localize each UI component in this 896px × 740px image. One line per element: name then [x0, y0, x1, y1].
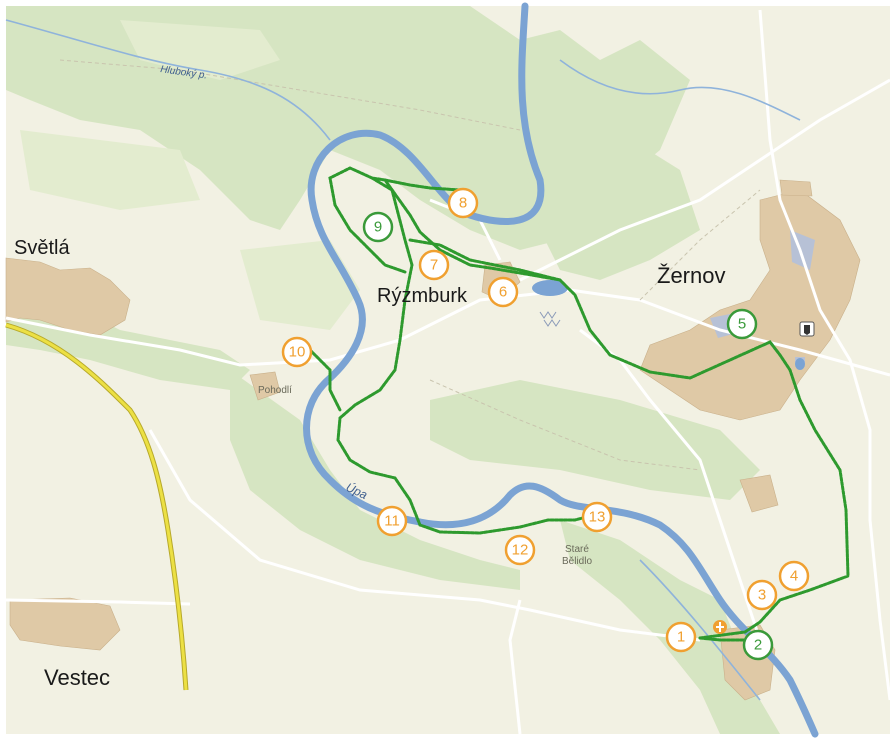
- place-label-svetla: Světlá: [14, 237, 70, 259]
- route-marker-10[interactable]: 10: [281, 336, 313, 368]
- route-marker-label: 12: [512, 542, 529, 559]
- route-marker-12[interactable]: 12: [504, 534, 536, 566]
- route-marker-6[interactable]: 6: [487, 276, 519, 308]
- place-label-pohodli: Pohodlí: [258, 385, 292, 396]
- place-label-stare: Staré: [565, 544, 589, 555]
- place-label-vestec: Vestec: [44, 665, 110, 690]
- route-marker-3[interactable]: 3: [746, 579, 778, 611]
- route-marker-8[interactable]: 8: [447, 187, 479, 219]
- route-marker-label: 8: [459, 195, 467, 212]
- route-marker-label: 9: [374, 219, 382, 236]
- route-marker-9[interactable]: 9: [362, 211, 394, 243]
- route-marker-label: 3: [758, 587, 766, 604]
- route-marker-5[interactable]: 5: [726, 308, 758, 340]
- route-marker-1[interactable]: 1: [665, 621, 697, 653]
- church-icon: [713, 620, 727, 634]
- route-marker-4[interactable]: 4: [778, 560, 810, 592]
- pond: [532, 280, 568, 296]
- place-label-ryzmburk: Rýzmburk: [377, 285, 468, 307]
- route-marker-label: 2: [754, 637, 762, 654]
- route-markers: 1 2 3 4 5 6 7 8 9 10 11: [281, 187, 810, 661]
- main-road: [5, 323, 188, 691]
- route-marker-11[interactable]: 11: [376, 505, 408, 537]
- route-marker-label: 4: [790, 568, 798, 585]
- place-label-zernov: Žernov: [657, 263, 725, 288]
- route-marker-label: 11: [384, 513, 400, 530]
- route-marker-label: 7: [430, 257, 438, 274]
- route-marker-2[interactable]: 2: [742, 629, 774, 661]
- castle-icon: [799, 321, 815, 337]
- route-marker-label: 10: [289, 344, 306, 361]
- route-marker-label: 13: [589, 509, 606, 526]
- ruins-icon: [539, 311, 561, 327]
- route-marker-label: 6: [499, 284, 507, 301]
- route-marker-13[interactable]: 13: [581, 501, 613, 533]
- hiking-route: [308, 166, 850, 647]
- streams: [5, 19, 801, 701]
- route-marker-7[interactable]: 7: [418, 249, 450, 281]
- route-marker-label: 1: [677, 629, 685, 646]
- route-marker-label: 5: [738, 316, 746, 333]
- place-label-belidlo: Bělidlo: [562, 556, 592, 567]
- meadow-areas: [20, 20, 360, 330]
- pond-small: [795, 358, 805, 370]
- paths: [59, 59, 761, 471]
